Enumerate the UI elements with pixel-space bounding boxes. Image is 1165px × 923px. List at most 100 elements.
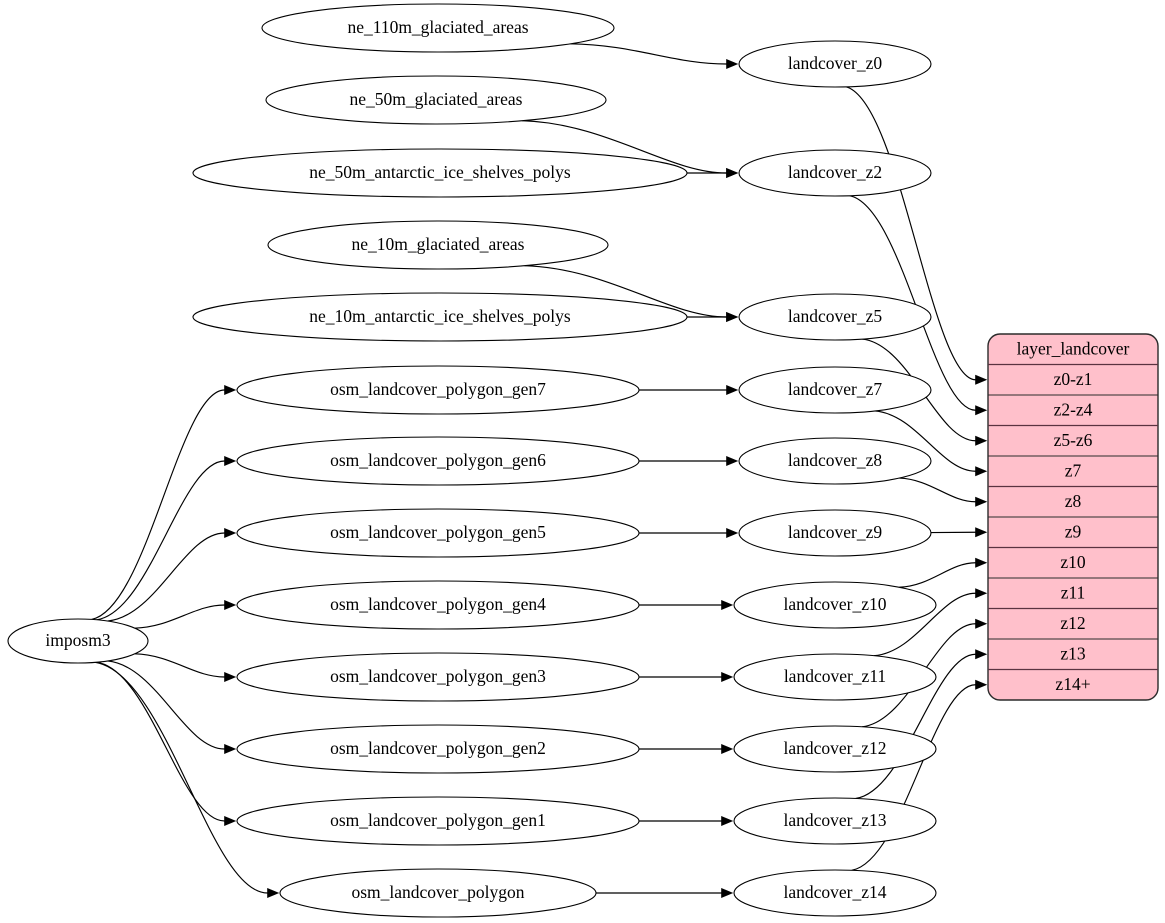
graph-node-landcover_z9[interactable]: landcover_z9 bbox=[738, 509, 932, 557]
graph-node-osm_landcover_polygon_gen1[interactable]: osm_landcover_polygon_gen1 bbox=[236, 796, 640, 846]
edge-arrowhead bbox=[726, 58, 739, 70]
graph-node-osm_landcover_polygon_gen7[interactable]: osm_landcover_polygon_gen7 bbox=[236, 365, 640, 415]
edge-osm_landcover_polygon_gen7-to-landcover_z7 bbox=[639, 384, 739, 396]
node-ellipse bbox=[738, 509, 932, 557]
table-row-z5-z6[interactable]: z5-z6 bbox=[1054, 430, 1093, 450]
edge-arrowhead bbox=[224, 599, 237, 611]
table-row-label: z10 bbox=[1060, 552, 1086, 572]
node-ellipse bbox=[738, 149, 932, 197]
graph-node-landcover_z11[interactable]: landcover_z11 bbox=[733, 653, 937, 701]
node-ellipse bbox=[733, 797, 937, 845]
edge-imposm3-to-osm_landcover_polygon_gen7 bbox=[91, 384, 237, 620]
edge-arrowhead bbox=[224, 455, 237, 467]
edge-arrowhead bbox=[726, 527, 739, 539]
graph-node-osm_landcover_polygon_gen3[interactable]: osm_landcover_polygon_gen3 bbox=[236, 652, 640, 702]
edge-line bbox=[524, 265, 727, 318]
edge-arrowhead bbox=[975, 527, 988, 538]
table-row-z0-z1[interactable]: z0-z1 bbox=[1054, 369, 1093, 389]
edge-arrowhead bbox=[224, 671, 237, 683]
graph-node-landcover_z13[interactable]: landcover_z13 bbox=[733, 797, 937, 845]
edge-ne_110m_glaciated_areas-to-landcover_z0 bbox=[570, 43, 739, 70]
table-row-label: z5-z6 bbox=[1054, 430, 1093, 450]
edge-line bbox=[134, 604, 225, 629]
graph-node-imposm3[interactable]: imposm3 bbox=[7, 618, 149, 664]
edge-arrowhead bbox=[726, 167, 739, 179]
edge-arrowhead bbox=[224, 815, 237, 827]
graph-node-ne_10m_antarctic_ice_shelves_polys[interactable]: ne_10m_antarctic_ice_shelves_polys bbox=[192, 292, 688, 342]
node-label: landcover_z10 bbox=[783, 594, 886, 614]
edge-line bbox=[95, 661, 268, 894]
node-ellipse bbox=[733, 581, 937, 629]
table-row-z2-z4[interactable]: z2-z4 bbox=[1054, 399, 1093, 419]
edge-line bbox=[107, 532, 225, 622]
graph-node-landcover_z14[interactable]: landcover_z14 bbox=[733, 869, 937, 917]
nodes-layer: ne_110m_glaciated_areas ne_50m_glaciated_… bbox=[7, 3, 937, 918]
table-row-z11[interactable]: z11 bbox=[1061, 582, 1086, 602]
graph-node-ne_110m_glaciated_areas[interactable]: ne_110m_glaciated_areas bbox=[261, 3, 615, 53]
edge-line bbox=[873, 592, 976, 657]
table-row-z14+[interactable]: z14+ bbox=[1055, 674, 1090, 694]
graph-node-ne_10m_glaciated_areas[interactable]: ne_10m_glaciated_areas bbox=[267, 220, 609, 270]
table-row-label: z9 bbox=[1065, 521, 1082, 541]
node-label: landcover_z2 bbox=[788, 162, 882, 182]
table-row-label: z0-z1 bbox=[1054, 369, 1093, 389]
edge-imposm3-to-osm_landcover_polygon_gen1 bbox=[96, 661, 237, 827]
graph-node-landcover_z12[interactable]: landcover_z12 bbox=[733, 725, 937, 773]
edge-landcover_z7-to-layer_landcover-z7 bbox=[874, 410, 988, 477]
table-row-label: z12 bbox=[1060, 613, 1085, 633]
graph-node-landcover_z7[interactable]: landcover_z7 bbox=[738, 366, 932, 414]
table-row-z7[interactable]: z7 bbox=[1065, 460, 1082, 480]
edge-imposm3-to-osm_landcover_polygon bbox=[95, 661, 280, 899]
table-row-z8[interactable]: z8 bbox=[1065, 491, 1082, 511]
graph-node-osm_landcover_polygon[interactable]: osm_landcover_polygon bbox=[279, 868, 597, 918]
edge-landcover_z8-to-layer_landcover-z8 bbox=[899, 477, 988, 507]
node-ellipse bbox=[236, 365, 640, 415]
table-row-label: z13 bbox=[1060, 643, 1086, 663]
node-ellipse bbox=[192, 148, 688, 198]
table-row-z13[interactable]: z13 bbox=[1060, 643, 1086, 663]
node-label: osm_landcover_polygon_gen3 bbox=[330, 666, 546, 686]
node-label: landcover_z12 bbox=[783, 738, 886, 758]
node-ellipse bbox=[738, 40, 932, 88]
node-ellipse bbox=[265, 75, 607, 125]
table-row-label: z2-z4 bbox=[1054, 399, 1093, 419]
table-row-z12[interactable]: z12 bbox=[1060, 613, 1085, 633]
graph-node-osm_landcover_polygon_gen4[interactable]: osm_landcover_polygon_gen4 bbox=[236, 580, 640, 630]
node-ellipse bbox=[236, 796, 640, 846]
graph-node-ne_50m_antarctic_ice_shelves_polys[interactable]: ne_50m_antarctic_ice_shelves_polys bbox=[192, 148, 688, 198]
edge-arrowhead bbox=[721, 599, 734, 611]
graph-node-landcover_z2[interactable]: landcover_z2 bbox=[738, 149, 932, 197]
table-row-z10[interactable]: z10 bbox=[1060, 552, 1086, 572]
edge-line bbox=[570, 43, 727, 65]
table-row-z9[interactable]: z9 bbox=[1065, 521, 1082, 541]
graph-node-landcover_z10[interactable]: landcover_z10 bbox=[733, 581, 937, 629]
graph-node-landcover_z5[interactable]: landcover_z5 bbox=[738, 293, 932, 341]
edge-arrowhead bbox=[721, 887, 734, 899]
node-label: osm_landcover_polygon_gen4 bbox=[330, 594, 546, 614]
edge-osm_landcover_polygon_gen6-to-landcover_z8 bbox=[639, 455, 739, 467]
edge-arrowhead bbox=[224, 527, 237, 539]
graph-node-ne_50m_glaciated_areas[interactable]: ne_50m_glaciated_areas bbox=[265, 75, 607, 125]
edge-landcover_z14-to-layer_landcover-z14+ bbox=[851, 679, 988, 871]
table-row-label: z14+ bbox=[1055, 674, 1090, 694]
edge-line bbox=[899, 562, 976, 588]
edge-arrowhead bbox=[975, 466, 988, 477]
graph-node-landcover_z8[interactable]: landcover_z8 bbox=[738, 437, 932, 485]
graph-node-osm_landcover_polygon_gen2[interactable]: osm_landcover_polygon_gen2 bbox=[236, 724, 640, 774]
graph-node-landcover_z0[interactable]: landcover_z0 bbox=[738, 40, 932, 88]
edge-line bbox=[874, 410, 976, 472]
graph-node-osm_landcover_polygon_gen6[interactable]: osm_landcover_polygon_gen6 bbox=[236, 436, 640, 486]
node-ellipse bbox=[733, 725, 937, 773]
edge-osm_landcover_polygon_gen1-to-landcover_z13 bbox=[639, 815, 734, 827]
graph-node-osm_landcover_polygon_gen5[interactable]: osm_landcover_polygon_gen5 bbox=[236, 508, 640, 558]
table-header-label: layer_landcover bbox=[1017, 338, 1130, 358]
edge-arrowhead bbox=[721, 815, 734, 827]
edge-arrowhead bbox=[975, 679, 988, 690]
edge-arrowhead bbox=[975, 557, 988, 568]
edge-arrowhead bbox=[224, 743, 237, 755]
node-ellipse bbox=[236, 580, 640, 630]
node-ellipse bbox=[7, 618, 149, 664]
layer-landcover-table: layer_landcover z0-z1 z2-z4 z5-z6 z7 z8 z9 z10 z… bbox=[987, 333, 1159, 701]
table-row-label: z8 bbox=[1065, 491, 1082, 511]
edge-osm_landcover_polygon_gen5-to-landcover_z9 bbox=[639, 527, 739, 539]
